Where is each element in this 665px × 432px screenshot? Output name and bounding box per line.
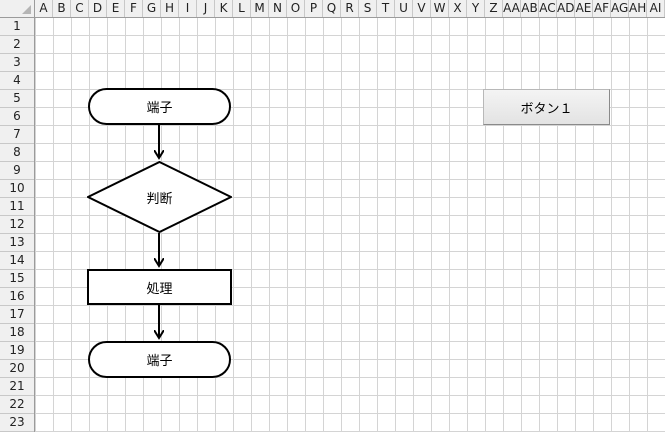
column-header[interactable]: V	[413, 0, 431, 17]
terminal-shape-end[interactable]: 端子	[88, 341, 231, 378]
column-header[interactable]: F	[125, 0, 143, 17]
row-header[interactable]: 4	[0, 72, 34, 90]
column-header[interactable]: O	[287, 0, 305, 17]
column-header[interactable]: W	[431, 0, 449, 17]
column-header[interactable]: R	[341, 0, 359, 17]
column-header[interactable]: I	[179, 0, 197, 17]
row-header[interactable]: 21	[0, 378, 34, 396]
column-header[interactable]: AA	[503, 0, 521, 17]
column-header[interactable]: AC	[539, 0, 557, 17]
column-header[interactable]: Q	[323, 0, 341, 17]
form-button-1[interactable]: ボタン１	[483, 89, 610, 125]
column-header[interactable]: AH	[629, 0, 647, 17]
column-header[interactable]: AD	[557, 0, 575, 17]
column-header[interactable]: C	[71, 0, 89, 17]
column-header[interactable]: AE	[575, 0, 593, 17]
row-header[interactable]: 9	[0, 162, 34, 180]
column-header[interactable]: B	[53, 0, 71, 17]
row-header[interactable]: 18	[0, 324, 34, 342]
form-button-1-label: ボタン１	[520, 101, 573, 117]
column-header[interactable]: K	[215, 0, 233, 17]
column-header[interactable]: E	[107, 0, 125, 17]
row-header[interactable]: 8	[0, 144, 34, 162]
row-header[interactable]: 11	[0, 198, 34, 216]
row-header[interactable]: 13	[0, 234, 34, 252]
row-header[interactable]: 19	[0, 342, 34, 360]
row-header[interactable]: 6	[0, 108, 34, 126]
process-label: 処理	[146, 281, 173, 297]
row-header[interactable]: 12	[0, 216, 34, 234]
column-header[interactable]: U	[395, 0, 413, 17]
column-header[interactable]: M	[251, 0, 269, 17]
column-header[interactable]: G	[143, 0, 161, 17]
decision-label: 判断	[146, 191, 173, 207]
row-header[interactable]: 16	[0, 288, 34, 306]
column-header[interactable]: J	[197, 0, 215, 17]
row-header[interactable]: 5	[0, 90, 34, 108]
column-header[interactable]: N	[269, 0, 287, 17]
row-header[interactable]: 3	[0, 54, 34, 72]
column-header[interactable]: L	[233, 0, 251, 17]
column-header[interactable]: P	[305, 0, 323, 17]
column-header[interactable]: T	[377, 0, 395, 17]
column-header[interactable]: Z	[485, 0, 503, 17]
row-header[interactable]: 14	[0, 252, 34, 270]
column-header[interactable]: AB	[521, 0, 539, 17]
row-header[interactable]: 20	[0, 360, 34, 378]
row-header[interactable]: 22	[0, 396, 34, 414]
column-header[interactable]: X	[449, 0, 467, 17]
column-header[interactable]: S	[359, 0, 377, 17]
decision-diamond	[87, 161, 232, 233]
column-header[interactable]: AG	[611, 0, 629, 17]
row-header[interactable]: 17	[0, 306, 34, 324]
column-header[interactable]: AI	[647, 0, 665, 17]
select-all-corner[interactable]	[0, 0, 35, 18]
row-header[interactable]: 15	[0, 270, 34, 288]
column-header[interactable]: Y	[467, 0, 485, 17]
column-header[interactable]: AF	[593, 0, 611, 17]
process-shape[interactable]: 処理	[87, 269, 232, 305]
row-header[interactable]: 7	[0, 126, 34, 144]
terminal-start-label: 端子	[146, 101, 173, 116]
column-header[interactable]: H	[161, 0, 179, 17]
column-header[interactable]: D	[89, 0, 107, 17]
terminal-shape-start[interactable]: 端子	[88, 88, 231, 125]
terminal-end-label: 端子	[146, 354, 173, 369]
column-header[interactable]: A	[35, 0, 53, 17]
select-all-triangle-icon	[22, 5, 31, 14]
row-header[interactable]: 23	[0, 414, 34, 432]
row-header[interactable]: 2	[0, 36, 34, 54]
decision-shape[interactable]: 判断	[87, 161, 232, 233]
row-header[interactable]: 10	[0, 180, 34, 198]
row-header[interactable]: 1	[0, 18, 34, 36]
